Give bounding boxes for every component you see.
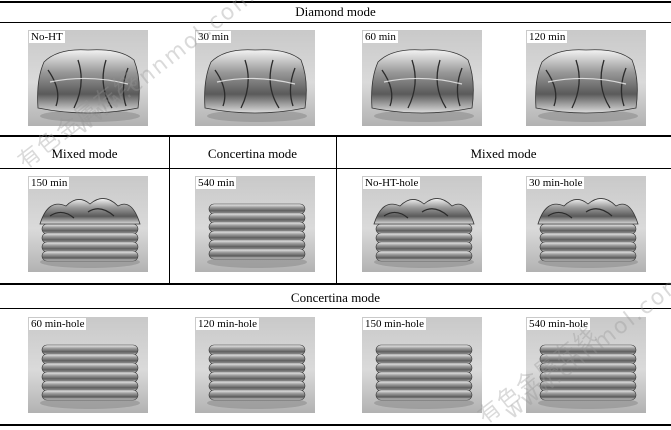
header-concertina-mode: Concertina mode xyxy=(290,290,381,305)
header-diamond-mode: Diamond mode xyxy=(295,4,376,19)
photo-panel: 540 min xyxy=(195,176,315,272)
rule-row2-divider-right xyxy=(336,137,337,283)
header-mixed-mode-left: Mixed mode xyxy=(51,146,118,161)
rule-row2-header xyxy=(0,168,671,169)
photo-panel: 120 min xyxy=(526,30,646,126)
rule-row1-header xyxy=(0,22,671,23)
panel-label: 60 min xyxy=(363,31,398,43)
specimen-image xyxy=(373,198,475,268)
panel-label: 60 min-hole xyxy=(29,318,87,330)
photo-panel: 30 min-hole xyxy=(526,176,646,272)
photo-panel: 60 min-hole xyxy=(28,317,148,413)
specimen-image xyxy=(40,344,140,409)
panel-label: 150 min xyxy=(29,177,70,189)
panel-label: 540 min-hole xyxy=(527,318,590,330)
rule-row3-header xyxy=(0,308,671,309)
specimen-image xyxy=(535,49,638,122)
photo-panel: 540 min-hole xyxy=(526,317,646,413)
rule-row2-bottom xyxy=(0,283,671,285)
specimen-image xyxy=(207,344,307,409)
photo-panel: 120 min-hole xyxy=(195,317,315,413)
photo-panel: 150 min-hole xyxy=(362,317,482,413)
photo-panel: 30 min xyxy=(195,30,315,126)
panel-label: 540 min xyxy=(196,177,237,189)
photo-panel: No-HT-hole xyxy=(362,176,482,272)
specimen-image xyxy=(374,344,474,409)
specimen-image xyxy=(537,198,639,268)
rule-top xyxy=(0,1,671,3)
specimen-image xyxy=(538,344,638,409)
rule-row1-bottom xyxy=(0,135,671,137)
panel-label: 120 min-hole xyxy=(196,318,259,330)
panel-label: 120 min xyxy=(527,31,568,43)
specimen-image xyxy=(371,49,474,122)
rule-bottom xyxy=(0,424,671,426)
photo-panel: 150 min xyxy=(28,176,148,272)
panel-label: 30 min-hole xyxy=(527,177,585,189)
specimen-image xyxy=(39,198,141,268)
header-mixed-mode-right: Mixed mode xyxy=(470,146,537,161)
panel-label: 150 min-hole xyxy=(363,318,426,330)
specimen-image xyxy=(207,203,307,268)
panel-label: No-HT-hole xyxy=(363,177,421,189)
specimen-image xyxy=(204,49,307,122)
rule-row2-divider-left xyxy=(169,137,170,283)
panel-label: 30 min xyxy=(196,31,231,43)
specimen-image xyxy=(37,49,140,122)
photo-panel: No-HT xyxy=(28,30,148,126)
header-concertina-mode-mid: Concertina mode xyxy=(207,146,298,161)
panel-label: No-HT xyxy=(29,31,65,43)
photo-panel: 60 min xyxy=(362,30,482,126)
